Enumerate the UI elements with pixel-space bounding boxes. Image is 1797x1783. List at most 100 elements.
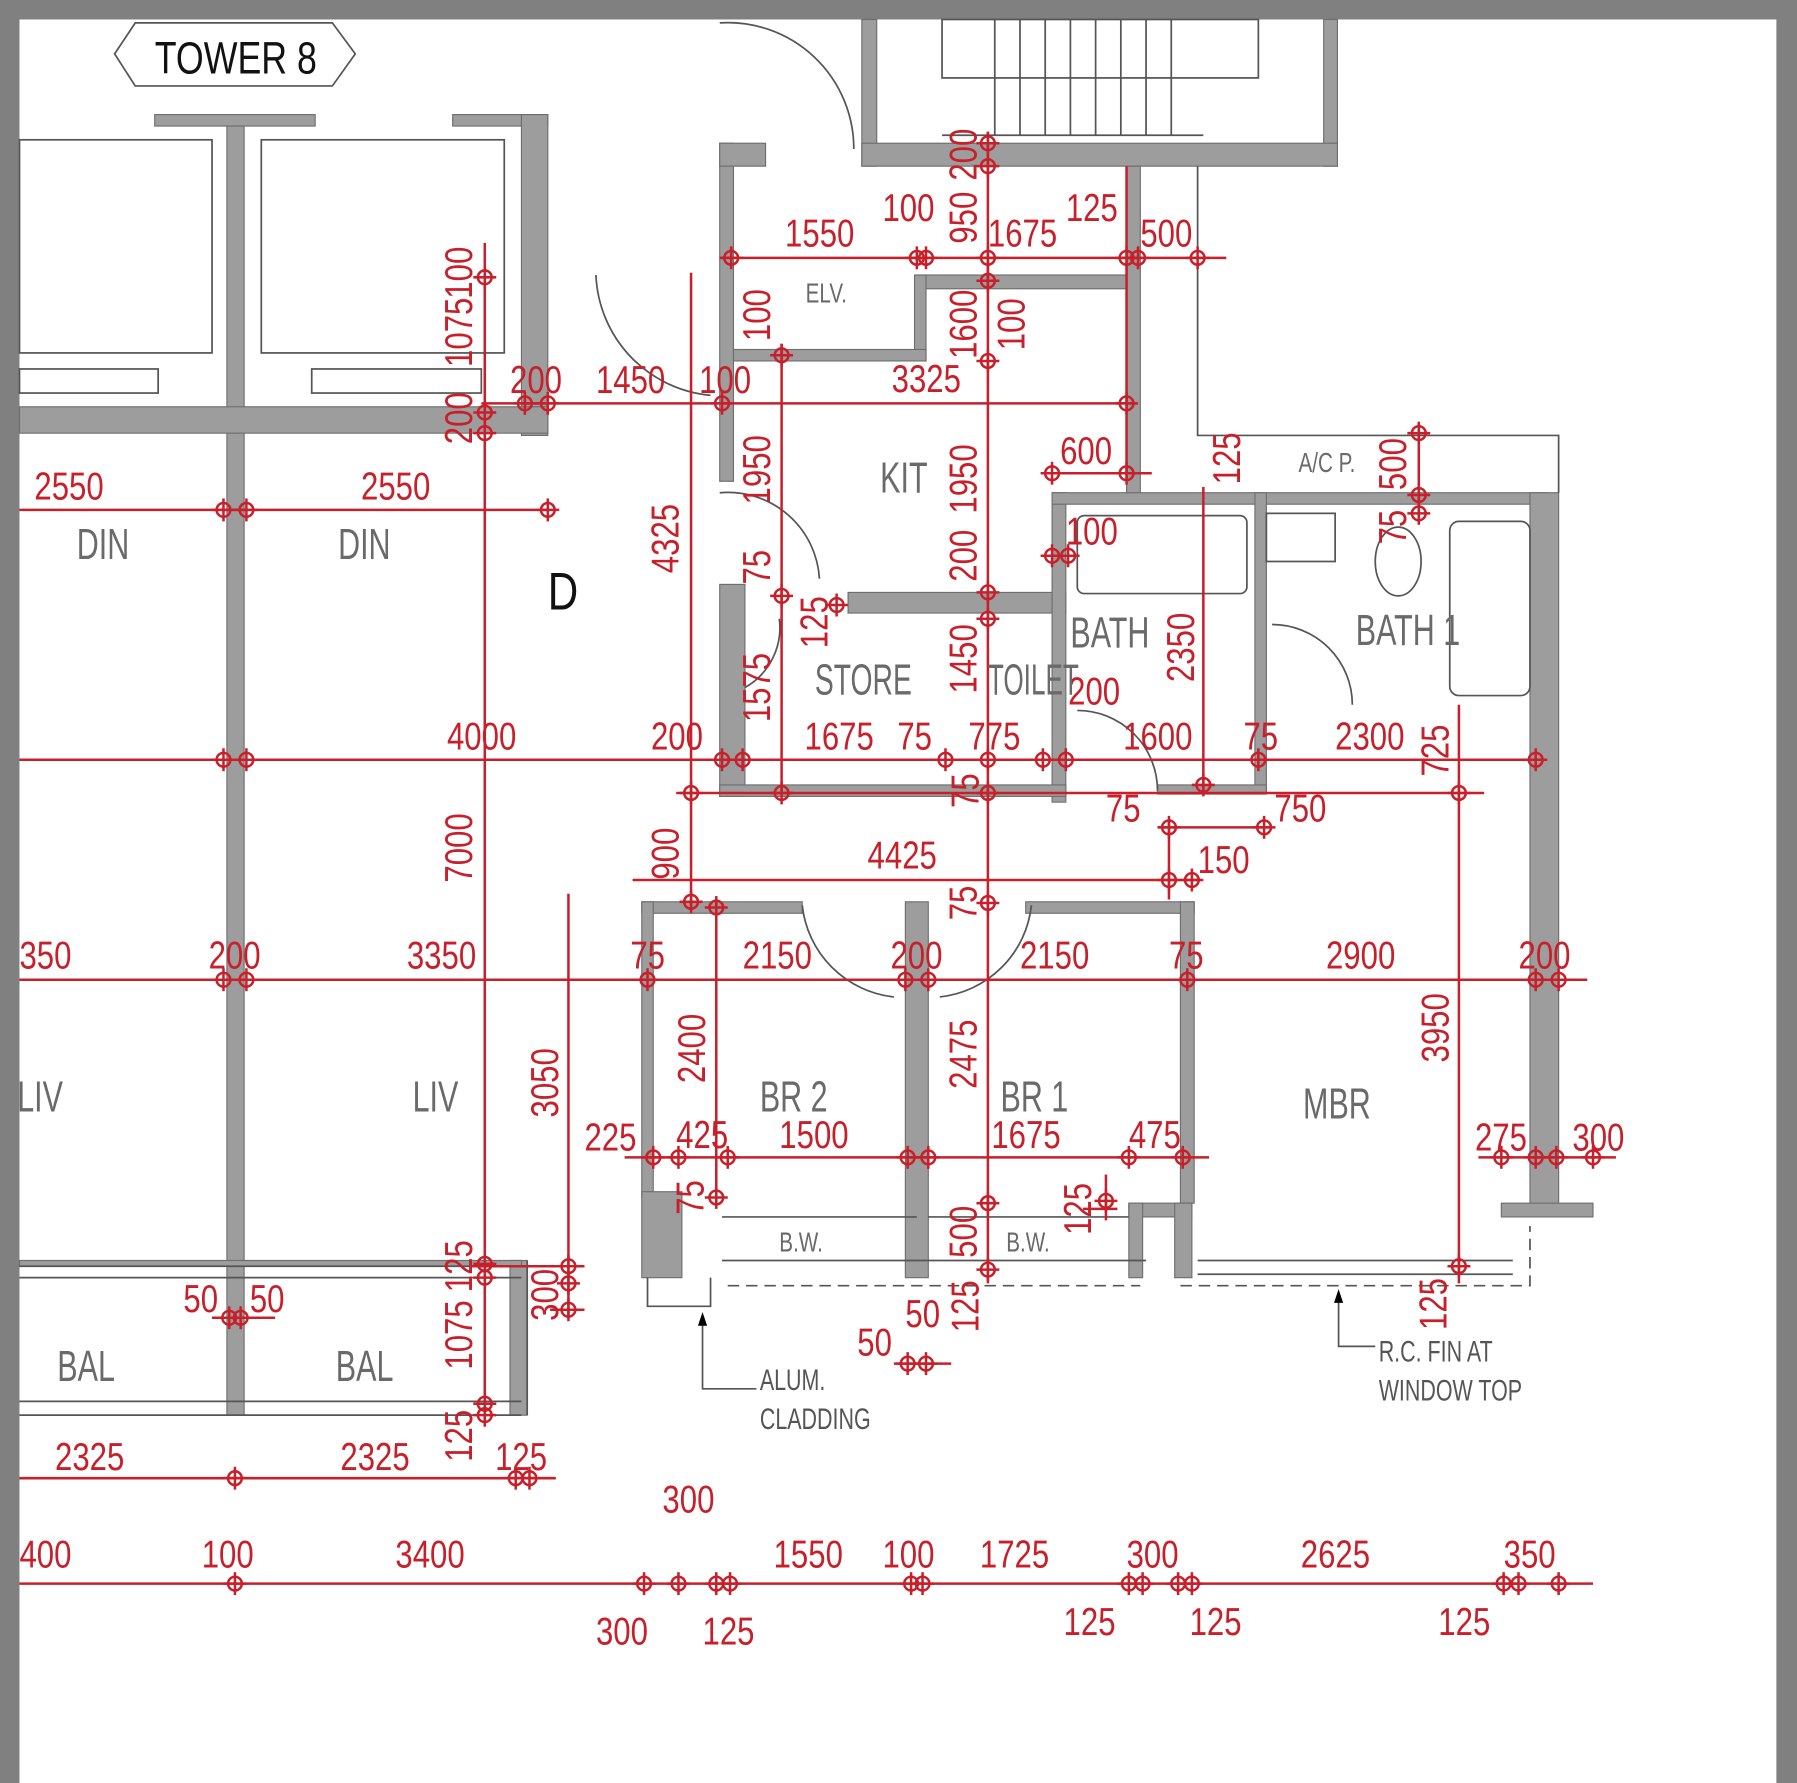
dimension-tick-marker [710,748,734,772]
dimension-label: 125 [1190,1601,1242,1644]
dimension-label: 75 [1243,715,1278,758]
dimension-label: 950 [942,192,985,244]
dimension-label: 1675 [988,212,1057,255]
dimension-label: 1675 [805,715,874,758]
dimension-label: 300 [596,1610,648,1653]
wall [520,114,549,437]
room-label-bath: BATH [1070,608,1149,657]
dimension-tick-marker [770,584,794,608]
wall [1500,1202,1594,1218]
dimension-tick-marker [473,1403,497,1427]
wall [641,1191,683,1279]
dimension-tick-marker [718,1572,742,1596]
dimension-label: 100 [990,298,1033,350]
dimension-tick-marker [976,246,1000,270]
dimension-label: 3400 [395,1533,464,1576]
room-label-store: STORE [815,655,912,704]
dimension-label: 1450 [942,624,985,693]
dimension-tick-marker [1186,246,1210,270]
dimension-tick-marker [1117,1145,1141,1169]
wall [847,591,1067,614]
wall [861,142,1339,167]
unit-label: D [548,563,578,622]
dimension-tick-marker [914,246,938,270]
dimension-tick-marker [1131,1572,1155,1596]
dimension-tick-marker [916,968,940,992]
room-label-toilet: TOILET [988,656,1079,705]
dimension-label: 775 [968,715,1020,758]
drawing-sheet [19,19,1777,1783]
dimension-label: 1550 [785,212,854,255]
dimension-label: 50 [183,1278,218,1321]
dimension-label: 100 [882,1533,934,1576]
dimension-label: 75 [942,886,985,921]
dimension-tick-marker [1157,868,1181,892]
dimension-label: 1675 [991,1114,1060,1157]
dimension-label: 350 [19,934,71,977]
dimension-tick-marker [1054,748,1078,772]
dimension-tick-marker [976,1191,1000,1215]
dimension-tick-marker [1447,1254,1471,1278]
dimension-tick-marker [679,890,703,914]
dimension-lines-layer [19,131,1616,1596]
wall [1051,492,1548,505]
dimension-label: 100 [699,359,751,402]
dimension-label: 75 [736,550,779,585]
dimension-label: 125 [703,1610,755,1653]
dimension-tick-marker [976,781,1000,805]
dimension-label: 2300 [1335,715,1404,758]
dimension-tick-marker [666,1145,690,1169]
dimension-tick-marker [473,421,497,445]
dimension-tick-marker [976,748,1000,772]
dimension-label: 3950 [1414,993,1457,1062]
dimension-label: 2325 [55,1436,124,1479]
dimension-label: 3350 [407,934,476,977]
dimension-tick-marker [556,1271,580,1295]
dimension-label: 1950 [736,435,779,504]
dimension-label: 900 [644,828,687,880]
dimension-tick-marker [893,968,917,992]
dimension-label: 75 [944,773,987,808]
dimension-label: 500 [942,1206,985,1258]
dimension-tick-marker [976,131,1000,155]
wall [719,142,767,167]
dimension-tick-marker [473,1266,497,1290]
dimension-label: 1075 [438,298,481,367]
dimension-label: 4000 [447,715,516,758]
dimension-label: 500 [1140,212,1192,255]
dimension-tick-marker [704,896,728,920]
dimension-label: 125 [1438,1601,1490,1644]
dimension-tick-marker [976,349,1000,373]
dimension-tick-marker [1171,1145,1195,1169]
dimension-label: 75 [630,934,665,977]
dimension-label: 200 [890,934,942,977]
dimension-label: 400 [19,1533,71,1576]
dimension-label: 1600 [1123,715,1192,758]
dimension-label: 7000 [438,813,481,882]
dimension-label: 1600 [942,290,985,359]
dimension-tick-marker [536,498,560,522]
dimension-label: 125 [438,1410,481,1462]
dimension-tick-marker [976,607,1000,631]
dimension-tick-marker [536,391,560,415]
dimension-tick-marker [1115,461,1139,485]
dimension-label: 1450 [596,359,665,402]
dimension-label: 200 [1068,670,1120,713]
dimension-tick-marker [223,1572,247,1596]
wall [154,114,316,127]
dimension-label: 2325 [340,1436,409,1479]
dimension-tick-marker [1524,968,1548,992]
dimension-tick-marker [1094,1189,1118,1213]
dimension-label: 75 [897,715,932,758]
dimension-label: 100 [202,1533,254,1576]
dimension-tick-marker [1407,421,1431,445]
dimension-label: 50 [250,1278,285,1321]
dimension-tick-marker [976,269,1000,293]
wall [226,125,245,1416]
room-label-bath1: BATH 1 [1356,606,1460,655]
dimension-label: 125 [793,596,836,648]
dimension-tick-marker [234,498,258,522]
wall [1025,901,1195,914]
dimension-tick-marker [704,1185,728,1209]
dimension-label: 200 [942,530,985,582]
